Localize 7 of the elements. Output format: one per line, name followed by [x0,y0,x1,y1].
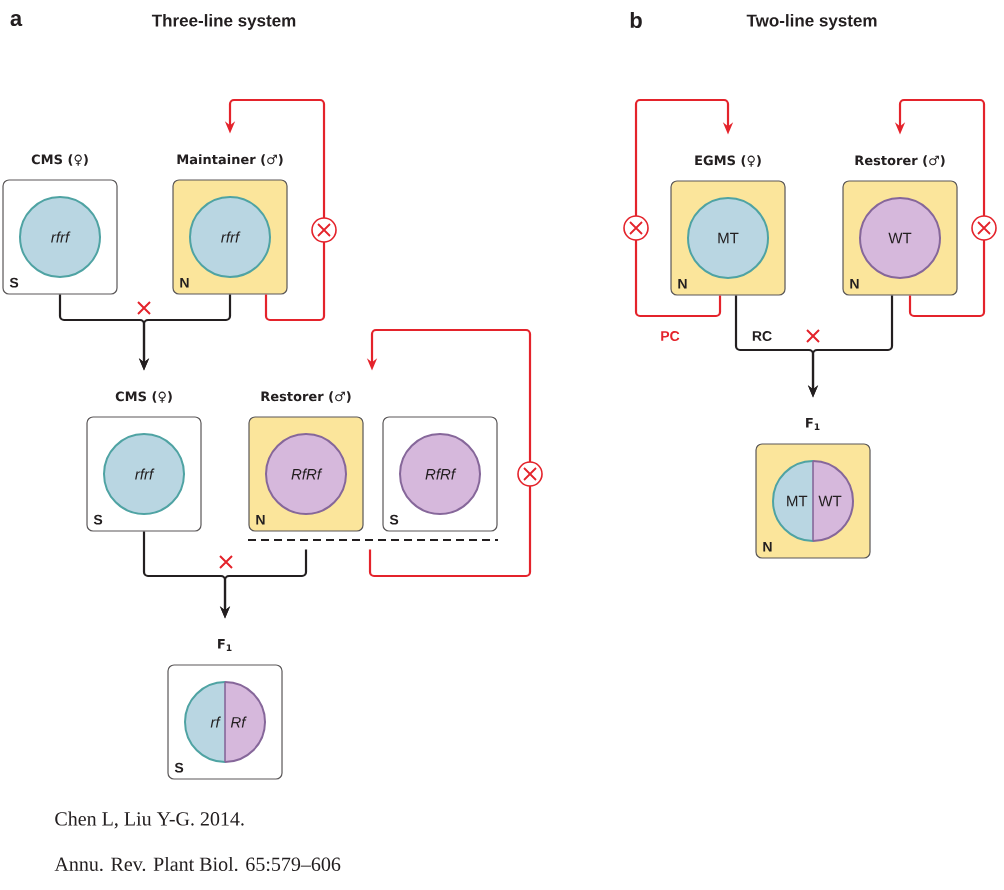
panel-title: Three-line system [151,14,296,30]
citation-text: Chen L, Liu Y-G. 2014. [55,811,244,829]
citation-text: Annu. Rev. Plant Biol. 65:579–606 [54,856,341,872]
panel-letter: b [630,11,642,29]
arrow [634,98,734,318]
panel-letter: a [10,14,23,27]
panel-title: Two-line system [746,14,877,30]
